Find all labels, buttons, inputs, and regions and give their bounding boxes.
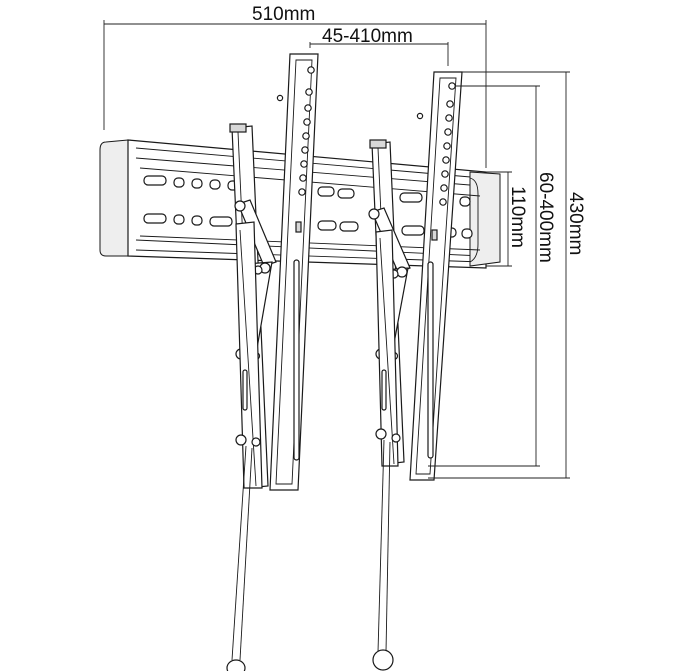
dim-vesa-vertical-label: 60-400mm [535,172,556,263]
left-bracket [226,53,319,671]
dimension-510 [103,20,487,168]
dim-total-height-label: 430mm [565,192,586,255]
dimension-110 [486,171,512,267]
dim-plate-height-label: 110mm [507,186,528,248]
right-bracket [368,71,463,671]
dim-total-width-label: 510mm [252,4,315,25]
dim-vesa-horizontal-label: 45-410mm [322,26,413,47]
dimension-430 [428,71,570,479]
dimension-45-410 [309,42,449,66]
dimension-60-400 [428,85,540,467]
